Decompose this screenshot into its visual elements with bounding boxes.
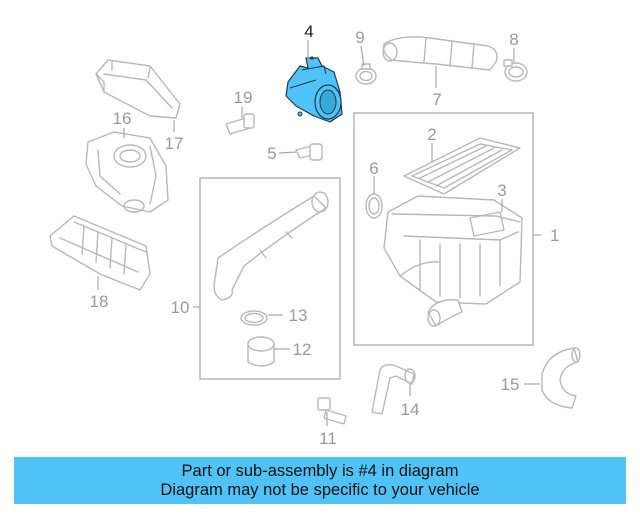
- part-12-sleeve[interactable]: [247, 336, 275, 367]
- callout-1: 1: [550, 226, 559, 245]
- part-7-intake-hose[interactable]: [382, 36, 498, 71]
- part-2-air-filter[interactable]: [403, 137, 521, 195]
- callout-6: 6: [369, 159, 378, 178]
- part-17-air-inlet[interactable]: [95, 59, 181, 119]
- callout-11: 11: [319, 429, 337, 448]
- callout-5: 5: [267, 144, 276, 163]
- group-box-10: [199, 177, 341, 380]
- part-9-clamp[interactable]: [355, 63, 377, 85]
- part-15-elbow-hose[interactable]: [541, 347, 581, 409]
- part-14-vent-hose[interactable]: [371, 363, 416, 415]
- callout-labels: 1 2 3 4 5 6 7 8 9 10 11 12 13 14 15 16 1…: [90, 22, 560, 448]
- part-5-bolt[interactable]: [295, 143, 323, 161]
- callout-10: 10: [171, 298, 190, 317]
- group-box-1: [353, 112, 534, 346]
- callout-18: 18: [90, 292, 109, 311]
- callout-8: 8: [509, 30, 518, 49]
- callout-15: 15: [501, 375, 520, 394]
- callout-2: 2: [427, 125, 436, 144]
- callout-4: 4: [304, 22, 313, 41]
- part-13-seal[interactable]: [240, 310, 268, 326]
- part-19-screw[interactable]: [225, 113, 255, 135]
- part-18-lower-duct[interactable]: [49, 215, 151, 291]
- callout-19: 19: [234, 88, 253, 107]
- callout-13: 13: [289, 306, 308, 325]
- part-1-air-cleaner-assembly[interactable]: [383, 195, 523, 327]
- info-banner: Part or sub-assembly is #4 in diagram Di…: [14, 457, 626, 504]
- part-11-bolt[interactable]: [317, 397, 347, 425]
- leader-lines: [97, 40, 541, 426]
- callout-12: 12: [293, 340, 312, 359]
- part-8-clamp[interactable]: [503, 59, 528, 82]
- banner-line-2: Diagram may not be specific to your vehi…: [160, 480, 480, 499]
- part-4-mass-air-flow-sensor[interactable]: [285, 56, 343, 123]
- callout-7: 7: [432, 90, 441, 109]
- part-10-intake-tube[interactable]: [213, 191, 329, 301]
- callout-17: 17: [165, 134, 184, 153]
- banner-line-1: Part or sub-assembly is #4 in diagram: [181, 461, 459, 480]
- callout-14: 14: [401, 400, 420, 419]
- part-6-seal[interactable]: [365, 193, 383, 219]
- callout-16: 16: [113, 109, 132, 128]
- callout-3: 3: [497, 181, 506, 200]
- callout-9: 9: [355, 28, 364, 47]
- part-16-resonator[interactable]: [85, 131, 169, 213]
